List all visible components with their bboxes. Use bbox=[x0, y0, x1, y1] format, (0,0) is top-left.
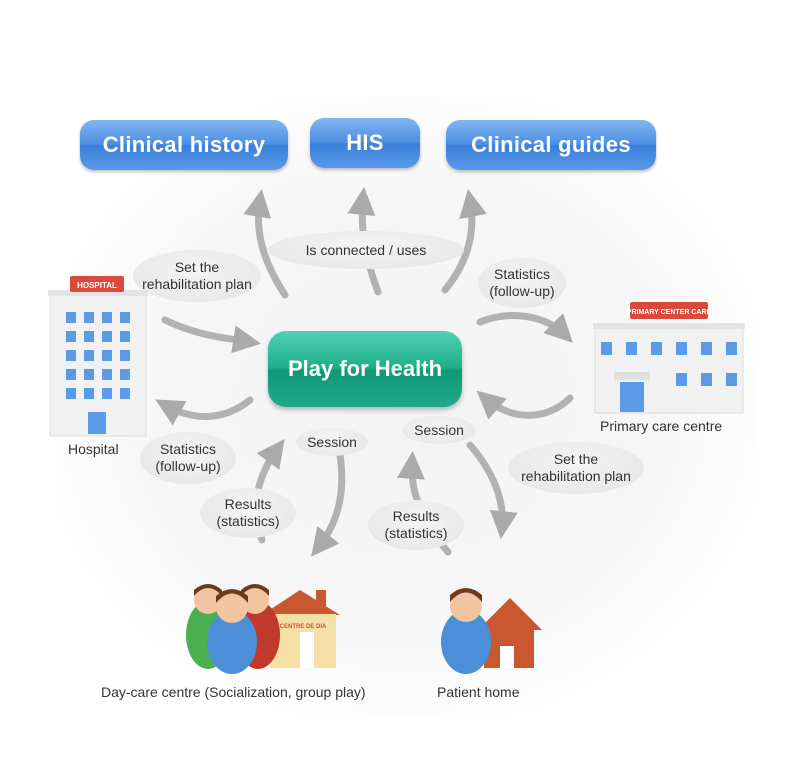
stats-right-bubble: Statistics(follow-up) bbox=[478, 258, 566, 308]
connected-label: Is connected / uses bbox=[305, 241, 427, 258]
clinical-guides-label: Clinical guides bbox=[471, 132, 631, 157]
play-for-health-box: Play for Health bbox=[268, 331, 462, 407]
arrow-core-to-hospital bbox=[155, 396, 254, 426]
session-left-bubble: Session bbox=[296, 428, 368, 456]
arrow-core-to-primary bbox=[476, 312, 573, 343]
arrow-hospital-to-core bbox=[161, 316, 262, 354]
stats-right-label: Statistics(follow-up) bbox=[489, 266, 555, 299]
session-right-bubble: Session bbox=[402, 416, 476, 444]
arrow-to-clinical-guides bbox=[441, 188, 487, 294]
session-right-label: Session bbox=[414, 421, 464, 438]
primary-care-sign: PRIMARY CENTER CARE bbox=[627, 309, 712, 316]
play-for-health-label: Play for Health bbox=[287, 356, 443, 381]
hospital-sign: HOSPITAL bbox=[77, 281, 117, 290]
clinical-guides-box: Clinical guides bbox=[446, 120, 656, 170]
results-left-label: Results(statistics) bbox=[216, 496, 280, 529]
day-care-sign: CENTRE DE DIA bbox=[280, 624, 327, 630]
clinical-history-box: Clinical history bbox=[80, 120, 288, 170]
arrow-session-to-home bbox=[466, 441, 518, 540]
session-left-label: Session bbox=[307, 433, 357, 450]
results-right-bubble: Results(statistics) bbox=[368, 500, 464, 550]
day-care-caption: Day-care centre (Socialization, group pl… bbox=[101, 684, 366, 700]
arrow-primary-to-core bbox=[476, 390, 574, 420]
arrow-session-to-daycare bbox=[311, 451, 346, 557]
his-label: HIS bbox=[346, 130, 384, 155]
arrow-to-clinical-history bbox=[243, 188, 289, 299]
results-left-bubble: Results(statistics) bbox=[200, 488, 296, 538]
primary-care-caption: Primary care centre bbox=[600, 418, 723, 434]
stats-left-bubble: Statistics(follow-up) bbox=[140, 432, 236, 484]
connected-bubble: Is connected / uses bbox=[268, 231, 464, 269]
hospital-caption: Hospital bbox=[68, 441, 119, 457]
clinical-history-label: Clinical history bbox=[102, 132, 266, 157]
results-right-label: Results(statistics) bbox=[384, 508, 448, 541]
patient-home-caption: Patient home bbox=[437, 684, 520, 700]
stats-left-label: Statistics(follow-up) bbox=[155, 441, 221, 474]
his-box: HIS bbox=[310, 118, 420, 168]
